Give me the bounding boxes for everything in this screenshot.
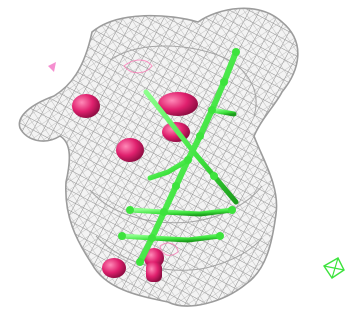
pink-fragment-marker: [48, 62, 56, 72]
secondary-density-mesh: [123, 59, 179, 256]
carbon-skeleton: [118, 48, 240, 266]
stray-mesh-fragments: [48, 62, 345, 279]
